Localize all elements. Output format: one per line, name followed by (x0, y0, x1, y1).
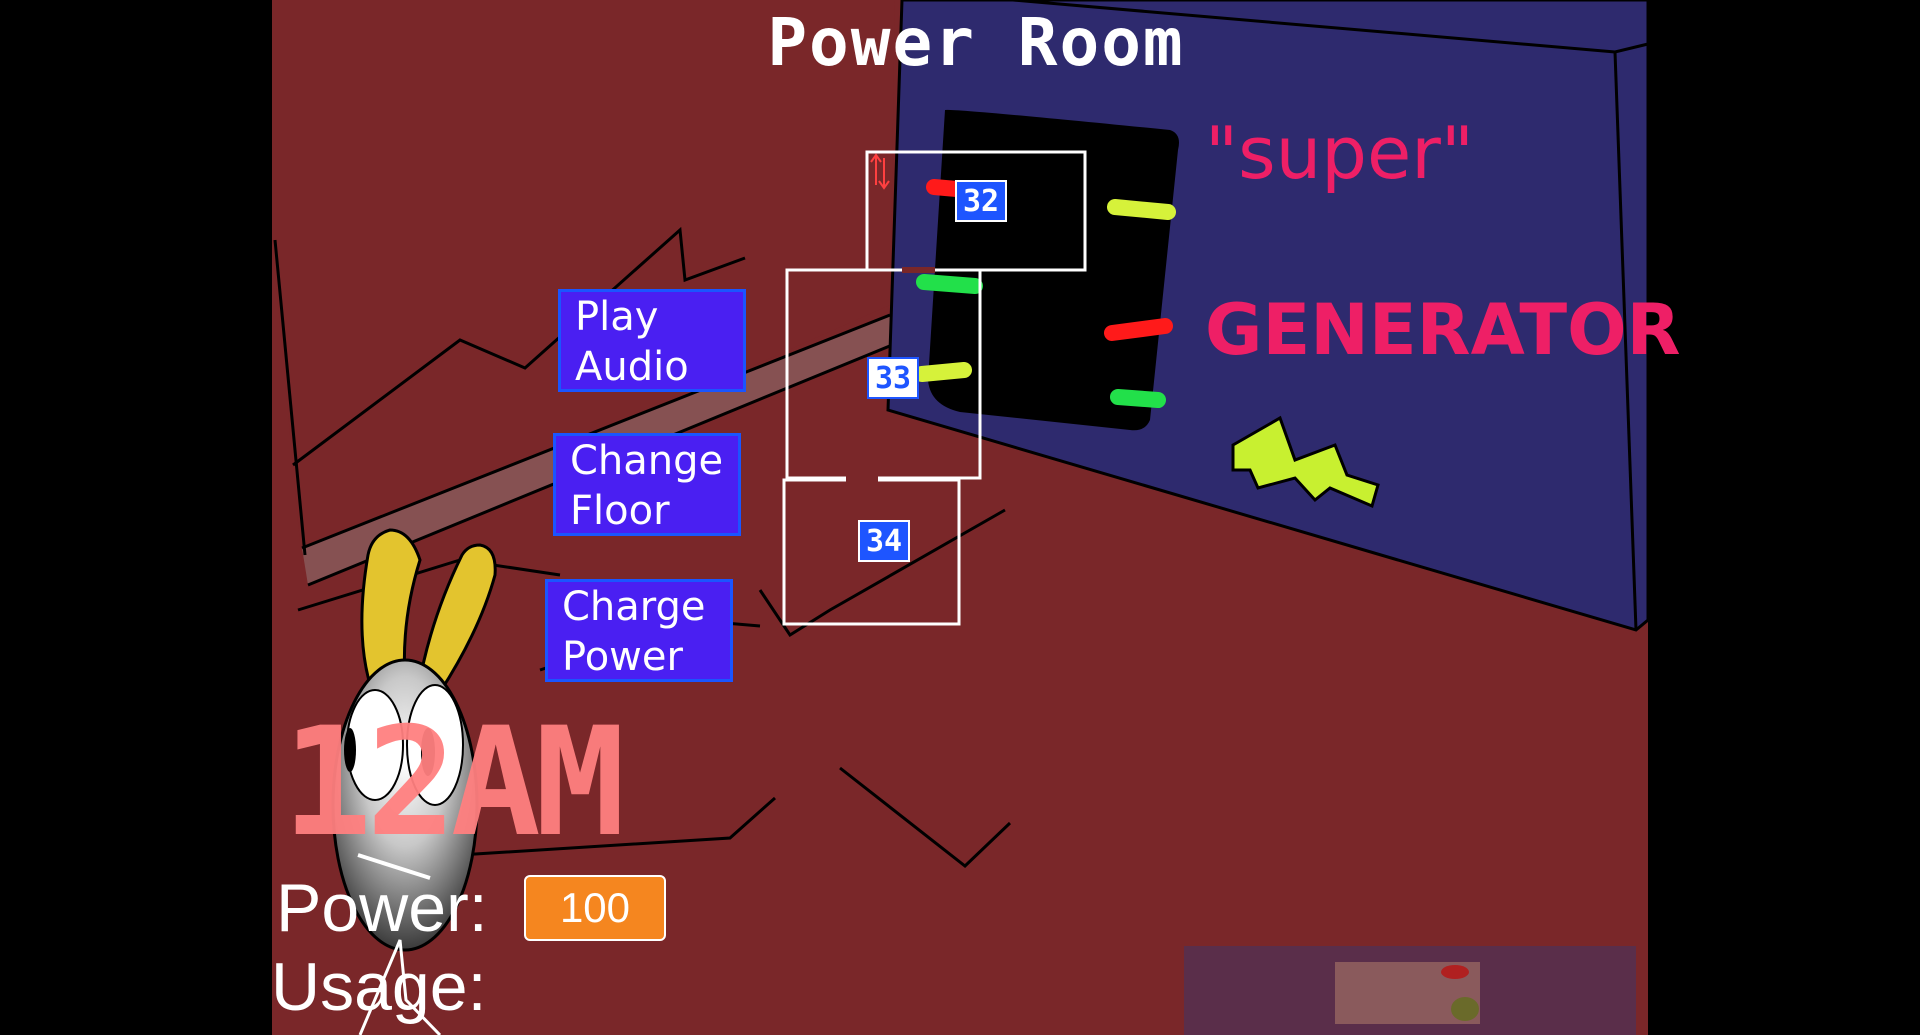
charge-power-button[interactable]: Charge Power (545, 579, 733, 682)
lever-yellow-2[interactable] (914, 362, 972, 382)
play-audio-label-2: Audio (575, 344, 689, 390)
change-floor-button[interactable]: Change Floor (553, 433, 741, 536)
charge-power-label-1: Charge (562, 584, 706, 630)
map-room-33 (785, 268, 982, 480)
charge-power-label-2: Power (562, 634, 683, 680)
camera-button-32[interactable]: 32 (955, 180, 1007, 222)
play-audio-button[interactable]: Play Audio (558, 289, 746, 392)
lever-green-1[interactable] (916, 274, 983, 294)
change-floor-label-1: Change (570, 438, 724, 484)
lever-red-2[interactable] (1104, 318, 1173, 341)
camera-button-33[interactable]: 33 (867, 357, 919, 399)
usage-label: Usage: (271, 949, 487, 1025)
night-clock: 12AM (282, 696, 625, 870)
swap-arrows-icon[interactable] (870, 153, 890, 190)
lightning-icon (1231, 415, 1380, 509)
room-title: Power Room (767, 4, 1185, 81)
camera-button-34[interactable]: 34 (858, 520, 910, 562)
lever-yellow-1[interactable] (1107, 199, 1176, 220)
power-label: Power: (276, 870, 488, 946)
power-value: 100 (524, 875, 666, 941)
generator-sign-line1: "super" (1205, 111, 1474, 195)
lever-green-2[interactable] (1110, 389, 1166, 408)
bunny-character (331, 528, 497, 1035)
generator-sign-line2: GENERATOR (1205, 289, 1681, 371)
play-audio-label-1: Play (575, 294, 659, 340)
change-floor-label-2: Floor (570, 488, 670, 534)
